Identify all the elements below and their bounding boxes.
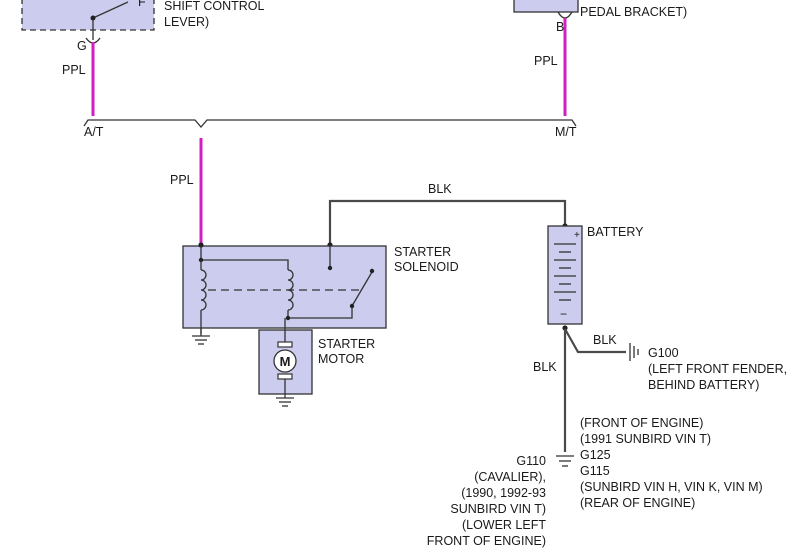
option-bracket-line bbox=[83, 119, 577, 128]
shift-switch-label-line1: SHIFT CONTROL bbox=[164, 0, 265, 13]
wire-label-blk-g100: BLK bbox=[593, 333, 617, 347]
option-label-at: A/T bbox=[84, 125, 104, 139]
clutch-switch-pin-b: B bbox=[556, 20, 564, 34]
wire-label-blk-lower: BLK bbox=[533, 360, 557, 374]
motor-ground-icon bbox=[276, 397, 294, 407]
starter-solenoid: STARTER SOLENOID bbox=[182, 242, 459, 345]
solenoid-ground-icon bbox=[192, 328, 210, 345]
lower-left-line: (1990, 1992-93 bbox=[461, 486, 546, 500]
lower-right-line: (REAR OF ENGINE) bbox=[580, 496, 695, 510]
motor-label-line2: MOTOR bbox=[318, 352, 364, 366]
clutch-pedal-switch: B PEDAL BRACKET) PPL bbox=[513, 0, 687, 116]
lower-ground-right-text: (FRONT OF ENGINE) (1991 SUNBIRD VIN T) G… bbox=[580, 416, 763, 510]
lower-left-line: FRONT OF ENGINE) bbox=[427, 534, 546, 548]
motor-label-line1: STARTER bbox=[318, 337, 375, 351]
solenoid-internal-motor bbox=[287, 308, 353, 319]
hold-in-coil bbox=[200, 269, 207, 311]
blk-wire-battery-to-solenoid bbox=[328, 199, 567, 246]
battery-cable: BLK bbox=[327, 182, 568, 248]
blk-wire-g100 bbox=[564, 328, 626, 354]
g100-name: G100 bbox=[648, 346, 679, 360]
lower-right-line: G115 bbox=[580, 464, 610, 478]
g100-desc-line2: BEHIND BATTERY) bbox=[648, 378, 759, 392]
connector-b-symbol bbox=[557, 11, 573, 19]
shift-switch-pivot bbox=[90, 15, 96, 21]
lower-left-line: (LOWER LEFT bbox=[462, 518, 546, 532]
lower-right-line: (1991 SUNBIRD VIN T) bbox=[580, 432, 711, 446]
starter-motor: M STARTER MOTOR bbox=[258, 318, 375, 407]
solenoid-box bbox=[182, 245, 387, 329]
battery-label: BATTERY bbox=[587, 225, 644, 239]
clutch-switch-box bbox=[513, 0, 579, 13]
lower-ground-left-text: G110 (CAVALIER), (1990, 1992-93 SUNBIRD … bbox=[427, 454, 547, 548]
clutch-switch-label: PEDAL BRACKET) bbox=[580, 5, 687, 19]
lower-ground-icon bbox=[556, 455, 574, 467]
shift-switch-label-line2: LEVER) bbox=[164, 15, 209, 29]
solenoid-internal-feed bbox=[200, 246, 289, 270]
wire-label-ppl-left: PPL bbox=[62, 63, 86, 77]
motor-brush-top bbox=[277, 341, 293, 348]
lower-left-line: (CAVALIER), bbox=[474, 470, 546, 484]
lower-right-line: (SUNBIRD VIN H, VIN K, VIN M) bbox=[580, 480, 763, 494]
lower-left-line: G110 bbox=[516, 454, 546, 468]
motor-symbol: M bbox=[280, 354, 291, 369]
g100-desc-line1: (LEFT FRONT FENDER, bbox=[648, 362, 787, 376]
shift-control-switch: F SHIFT CONTROL LEVER) G PPL bbox=[21, 0, 265, 116]
solenoid-label-line2: SOLENOID bbox=[394, 260, 459, 274]
option-label-mt: M/T bbox=[555, 125, 577, 139]
wire-label-blk-top: BLK bbox=[428, 182, 452, 196]
transmission-option-bracket: A/T M/T PPL bbox=[83, 119, 577, 246]
battery-cells-icon bbox=[554, 243, 576, 301]
ground-g100: BLK G100 (LEFT FRONT FENDER, BEHIND BATT… bbox=[564, 328, 787, 392]
battery-box bbox=[547, 225, 583, 325]
motor-brush-bottom bbox=[277, 373, 293, 380]
shift-switch-pin-g: G bbox=[77, 39, 87, 53]
lower-left-line: SUNBIRD VIN T) bbox=[450, 502, 546, 516]
wire-label-ppl-center: PPL bbox=[170, 173, 194, 187]
lower-right-line: (FRONT OF ENGINE) bbox=[580, 416, 703, 430]
shift-switch-blade bbox=[92, 1, 129, 19]
g100-ground-icon bbox=[629, 343, 639, 361]
shift-switch-pin-f: F bbox=[138, 0, 146, 9]
battery-plus: + bbox=[574, 230, 580, 241]
wire-label-ppl-right: PPL bbox=[534, 54, 558, 68]
battery: + − BATTERY bbox=[547, 225, 644, 331]
battery-minus: − bbox=[560, 307, 567, 321]
motor-icon bbox=[273, 349, 297, 373]
ground-lower: BLK G110 (CAVALIER), (1990, 1992-93 SUNB… bbox=[427, 329, 763, 548]
solenoid-contact-blade bbox=[351, 271, 373, 307]
solenoid-label-line1: STARTER bbox=[394, 245, 451, 259]
lower-right-line: G125 bbox=[580, 448, 611, 462]
shift-switch-box bbox=[21, 0, 155, 31]
